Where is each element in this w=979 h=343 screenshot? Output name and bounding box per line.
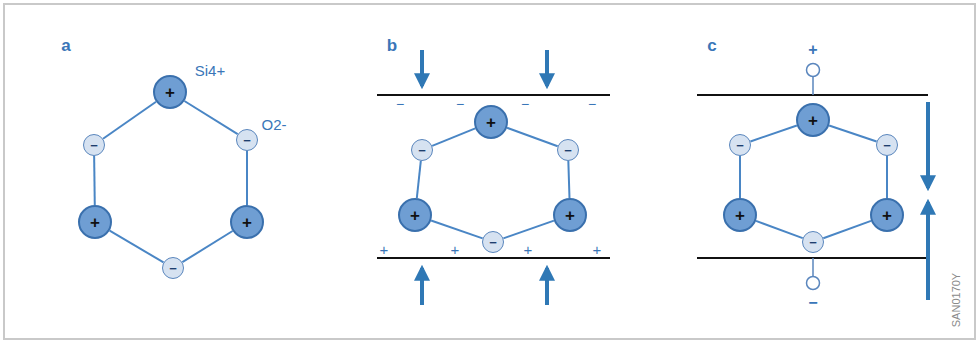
panel-letter: a: [61, 37, 70, 54]
bond-line: [184, 101, 237, 134]
ion-charge: −: [90, 139, 98, 152]
force-arrow: [545, 268, 549, 305]
ion-charge: −: [489, 236, 497, 249]
bond-line: [829, 125, 876, 141]
electrode-plate: [377, 257, 610, 259]
watermark: SAN0170Y: [951, 273, 962, 327]
oxygen-ion: −: [411, 139, 433, 161]
silicon-ion: +: [553, 198, 587, 232]
bond-line: [432, 128, 475, 145]
silicon-ion: +: [398, 198, 432, 232]
ion-charge: +: [165, 84, 175, 101]
bond-line: [182, 231, 232, 262]
bond-line: [568, 161, 569, 198]
charge-sign: −: [588, 97, 596, 111]
bond-line: [750, 126, 797, 142]
silicon-ion: +: [796, 103, 830, 137]
bond-line: [823, 221, 871, 238]
oxygen-ion: −: [729, 134, 751, 156]
terminal-sign: +: [808, 42, 817, 58]
charge-sign: −: [521, 97, 529, 111]
oxygen-ion: −: [802, 231, 824, 253]
bond-line: [756, 221, 803, 238]
oxygen-ion: −: [162, 257, 184, 279]
charge-sign: +: [524, 242, 533, 257]
bond-line: [417, 161, 421, 198]
terminal: [807, 277, 820, 290]
ion-charge: +: [735, 207, 745, 224]
ion-charge: +: [242, 214, 252, 231]
oxygen-ion: −: [557, 139, 579, 161]
force-arrow: [420, 268, 424, 305]
bond-line: [247, 151, 248, 205]
silicon-ion: +: [474, 105, 508, 139]
terminal: [807, 64, 820, 77]
bond-line: [740, 156, 741, 198]
ion-charge: +: [486, 114, 496, 131]
ion-charge: +: [565, 207, 575, 224]
terminal-lead: [812, 258, 814, 276]
charge-sign: +: [451, 242, 460, 257]
field-arrow: [926, 202, 930, 300]
bond-line: [887, 156, 888, 198]
force-arrow: [545, 50, 549, 86]
ion-label: Si4+: [195, 63, 225, 78]
bond-line: [503, 221, 554, 239]
bond-line: [110, 231, 164, 263]
ion-charge: −: [418, 144, 426, 157]
terminal-sign: −: [808, 295, 817, 311]
oxygen-ion: −: [236, 129, 258, 151]
ion-charge: −: [564, 144, 572, 157]
ion-charge: −: [883, 139, 891, 152]
oxygen-ion: −: [83, 134, 105, 156]
ion-label: O2-: [261, 117, 286, 132]
charge-sign: +: [593, 242, 602, 257]
ion-charge: +: [882, 207, 892, 224]
silicon-ion: +: [723, 198, 757, 232]
electrode-plate: [377, 94, 610, 96]
ion-charge: −: [809, 236, 817, 249]
ion-charge: −: [169, 262, 177, 275]
bond-line: [431, 221, 483, 239]
charge-sign: −: [456, 97, 464, 111]
terminal-lead: [812, 77, 814, 95]
ion-charge: +: [90, 214, 100, 231]
silicon-ion: +: [153, 75, 187, 109]
force-arrow: [420, 50, 424, 86]
oxygen-ion: −: [876, 134, 898, 156]
bond-line: [507, 128, 558, 146]
charge-sign: −: [396, 97, 404, 111]
bond-line: [94, 156, 96, 205]
field-arrow: [926, 102, 930, 188]
frame: [3, 3, 976, 340]
ion-charge: +: [410, 207, 420, 224]
panel-letter: c: [707, 37, 716, 54]
panel-letter: b: [387, 37, 397, 54]
silicon-ion: +: [78, 205, 112, 239]
bond-line: [103, 102, 156, 139]
ion-charge: −: [243, 134, 251, 147]
silicon-ion: +: [230, 205, 264, 239]
ion-charge: −: [736, 139, 744, 152]
ion-charge: +: [808, 112, 818, 129]
charge-sign: +: [380, 242, 389, 257]
silicon-ion: +: [870, 198, 904, 232]
oxygen-ion: −: [482, 231, 504, 253]
